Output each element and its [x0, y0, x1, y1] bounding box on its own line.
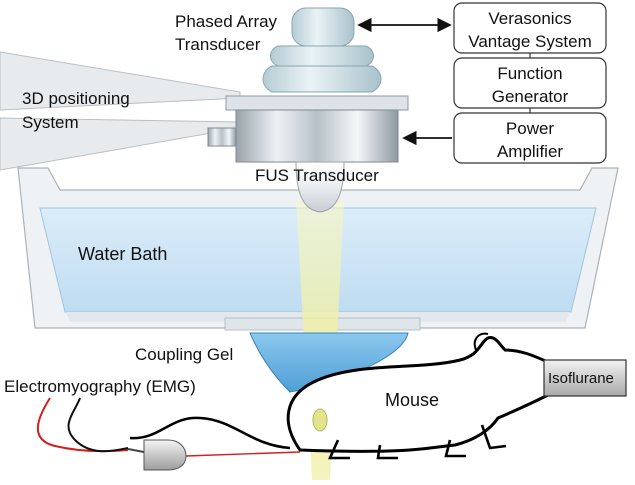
- water-bath-label: Water Bath: [78, 244, 167, 264]
- emg-label: Electromyography (EMG): [4, 377, 196, 396]
- power-amplifier-label-2: Amplifier: [497, 142, 563, 161]
- function-generator-label-2: Generator: [492, 87, 569, 106]
- isoflurane-cone: [543, 359, 627, 397]
- power-amplifier-label-1: Power: [506, 119, 555, 138]
- mouse-label: Mouse: [385, 390, 439, 410]
- emg-electrodes: [37, 397, 301, 471]
- isoflurane-label: Isoflurane: [548, 370, 614, 387]
- verasonics-label-1: Verasonics: [488, 9, 571, 28]
- positioning-arms: [0, 51, 241, 171]
- fus-transducer-label: FUS Transducer: [255, 166, 379, 185]
- emg-connector: [143, 439, 187, 471]
- coupling-gel-label: Coupling Gel: [135, 345, 233, 364]
- positioning-label-1: 3D positioning: [22, 89, 130, 108]
- mouse: [129, 332, 550, 460]
- phased-array-label-2: Transducer: [175, 35, 261, 54]
- phased-array-label-1: Phased Array: [175, 12, 278, 31]
- verasonics-label-2: Vantage System: [468, 32, 591, 51]
- control-boxes: [453, 2, 607, 164]
- positioning-label-2: System: [22, 113, 79, 132]
- function-generator-label-1: Function: [497, 64, 562, 83]
- target-spot: [312, 408, 328, 432]
- fus-transducer: [207, 95, 409, 213]
- phased-array-transducer: [262, 7, 382, 93]
